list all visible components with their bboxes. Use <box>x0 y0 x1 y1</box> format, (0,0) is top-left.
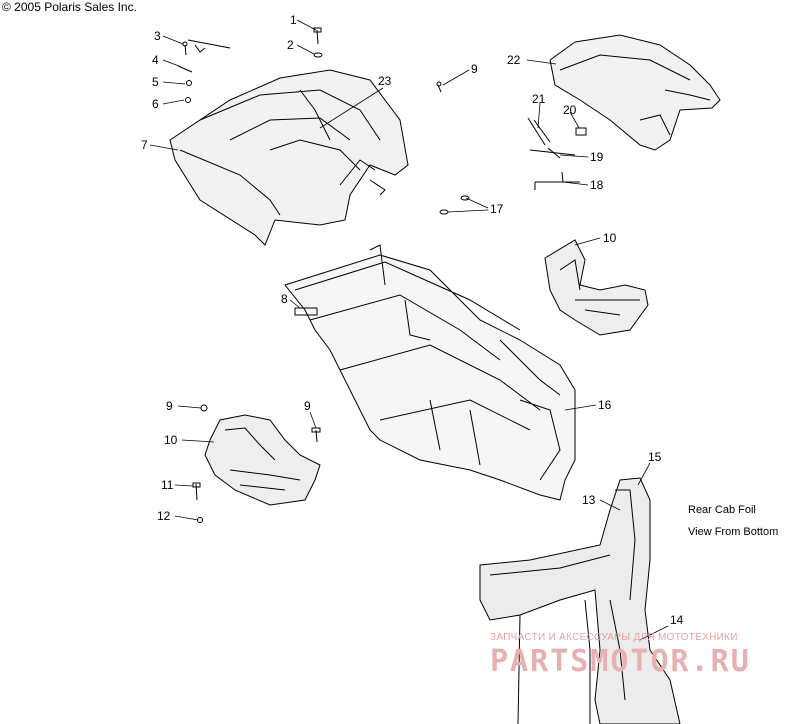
callout-10-upper: 10 <box>603 231 617 245</box>
callout-3: 3 <box>154 29 161 43</box>
callout-9-top: 9 <box>471 62 478 76</box>
frame-part <box>284 244 576 501</box>
callout-7: 7 <box>141 138 148 152</box>
callout-11: 11 <box>161 478 174 492</box>
latch-hardware <box>439 117 587 215</box>
callout-2: 2 <box>287 38 294 52</box>
caption-line-2: View From Bottom <box>688 526 779 538</box>
callout-16: 16 <box>598 398 612 412</box>
callout-23: 23 <box>378 74 392 88</box>
callout-21: 21 <box>532 92 546 106</box>
callout-5: 5 <box>152 75 159 89</box>
rear-cab-part <box>169 69 409 246</box>
callout-18: 18 <box>590 178 604 192</box>
callout-14: 14 <box>670 613 684 627</box>
callout-17: 17 <box>490 202 504 216</box>
callout-6: 6 <box>152 97 159 111</box>
footwell-lower-part <box>204 414 321 506</box>
leader-lines <box>149 19 669 641</box>
watermark-logo: PARTSMOTOR.RU <box>490 644 751 679</box>
callout-10-lower: 10 <box>164 433 178 447</box>
callout-9-center: 9 <box>304 399 311 413</box>
caption-line-1: Rear Cab Foil <box>688 504 756 516</box>
callout-15: 15 <box>648 450 662 464</box>
callout-4: 4 <box>152 53 159 67</box>
callout-19: 19 <box>590 150 604 164</box>
seat-part <box>549 34 721 151</box>
callout-8: 8 <box>281 292 288 306</box>
copyright-text: © 2005 Polaris Sales Inc. <box>2 0 137 14</box>
callout-9-left: 9 <box>166 399 173 413</box>
cab-foil-part <box>479 477 681 724</box>
callout-20: 20 <box>563 103 577 117</box>
watermark-subtitle: ЗАПЧАСТИ И АКСЕССУАРЫ ДЛЯ МОТОТЕХНИКИ <box>490 632 738 643</box>
callout-22: 22 <box>507 53 521 67</box>
hardware-upper-left <box>177 27 442 103</box>
footwell-upper-part <box>544 239 649 336</box>
callout-12: 12 <box>157 509 171 523</box>
callout-13: 13 <box>582 493 596 507</box>
callout-1: 1 <box>290 13 297 27</box>
